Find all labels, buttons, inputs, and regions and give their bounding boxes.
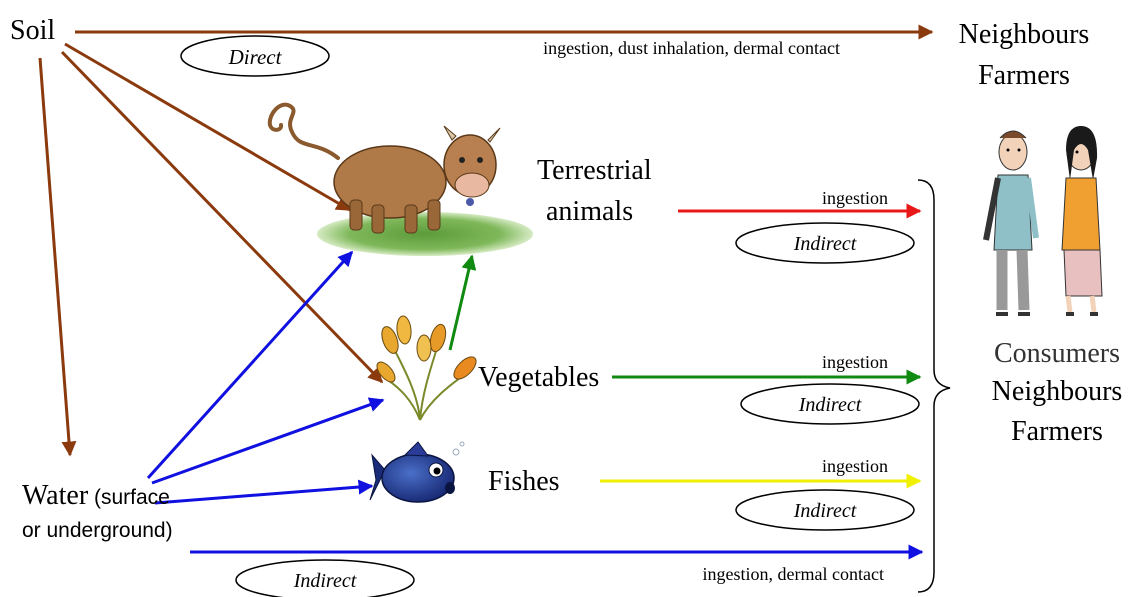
direct-label: Direct: [181, 36, 329, 76]
indirect-fishes-label: Indirect: [736, 490, 914, 530]
water-paren-label: (surface: [88, 486, 170, 509]
vegetables-node: Vegetables: [478, 362, 599, 393]
water-direct-pathway-text: ingestion, dermal contact: [703, 564, 884, 584]
terrestrial-label: Terrestrial: [537, 155, 652, 186]
vegetables-illustration: [374, 315, 480, 420]
water-node: Water (surface: [22, 480, 170, 511]
consumers-brace: [918, 180, 950, 592]
water-sub-label: or underground): [22, 519, 173, 542]
animals-label: animals: [546, 196, 633, 227]
vegetables-pathway-text: ingestion: [822, 352, 888, 372]
arrow-water-to-fishes: [155, 486, 372, 503]
arrow-water-to-vegetables: [152, 400, 383, 483]
right-neighbours-label: Neighbours: [992, 376, 1123, 407]
fish-illustration: [370, 442, 464, 502]
soil-direct-pathway-text: ingestion, dust inhalation, dermal conta…: [543, 38, 840, 58]
direct-text: Direct: [228, 45, 283, 69]
arrow-soil-to-water: [40, 58, 70, 455]
indirect-vegetables-text: Indirect: [798, 394, 862, 416]
fishes-pathway-text: ingestion: [822, 456, 888, 476]
indirect-animals-label: Indirect: [736, 223, 914, 263]
water-label: Water: [22, 480, 89, 511]
top-farmers-label: Farmers: [978, 60, 1070, 91]
indirect-animals-text: Indirect: [793, 233, 857, 255]
consumers-label: Consumers: [994, 338, 1120, 369]
cow-illustration: [270, 105, 533, 256]
soil-node: Soil: [10, 15, 55, 46]
arrow-vegetables-to-animals: [450, 256, 472, 350]
arrow-soil-to-vegetables: [62, 52, 382, 382]
fishes-node: Fishes: [488, 466, 560, 497]
right-farmers-label: Farmers: [1011, 416, 1103, 447]
indirect-vegetables-label: Indirect: [741, 384, 919, 424]
arrow-water-to-animals: [148, 252, 352, 478]
indirect-fishes-text: Indirect: [793, 500, 857, 522]
animals-pathway-text: ingestion: [822, 188, 888, 208]
indirect-water-label: Indirect: [236, 560, 414, 597]
indirect-water-text: Indirect: [293, 570, 357, 592]
top-neighbours-label: Neighbours: [959, 19, 1090, 50]
people-illustration: [986, 126, 1102, 314]
